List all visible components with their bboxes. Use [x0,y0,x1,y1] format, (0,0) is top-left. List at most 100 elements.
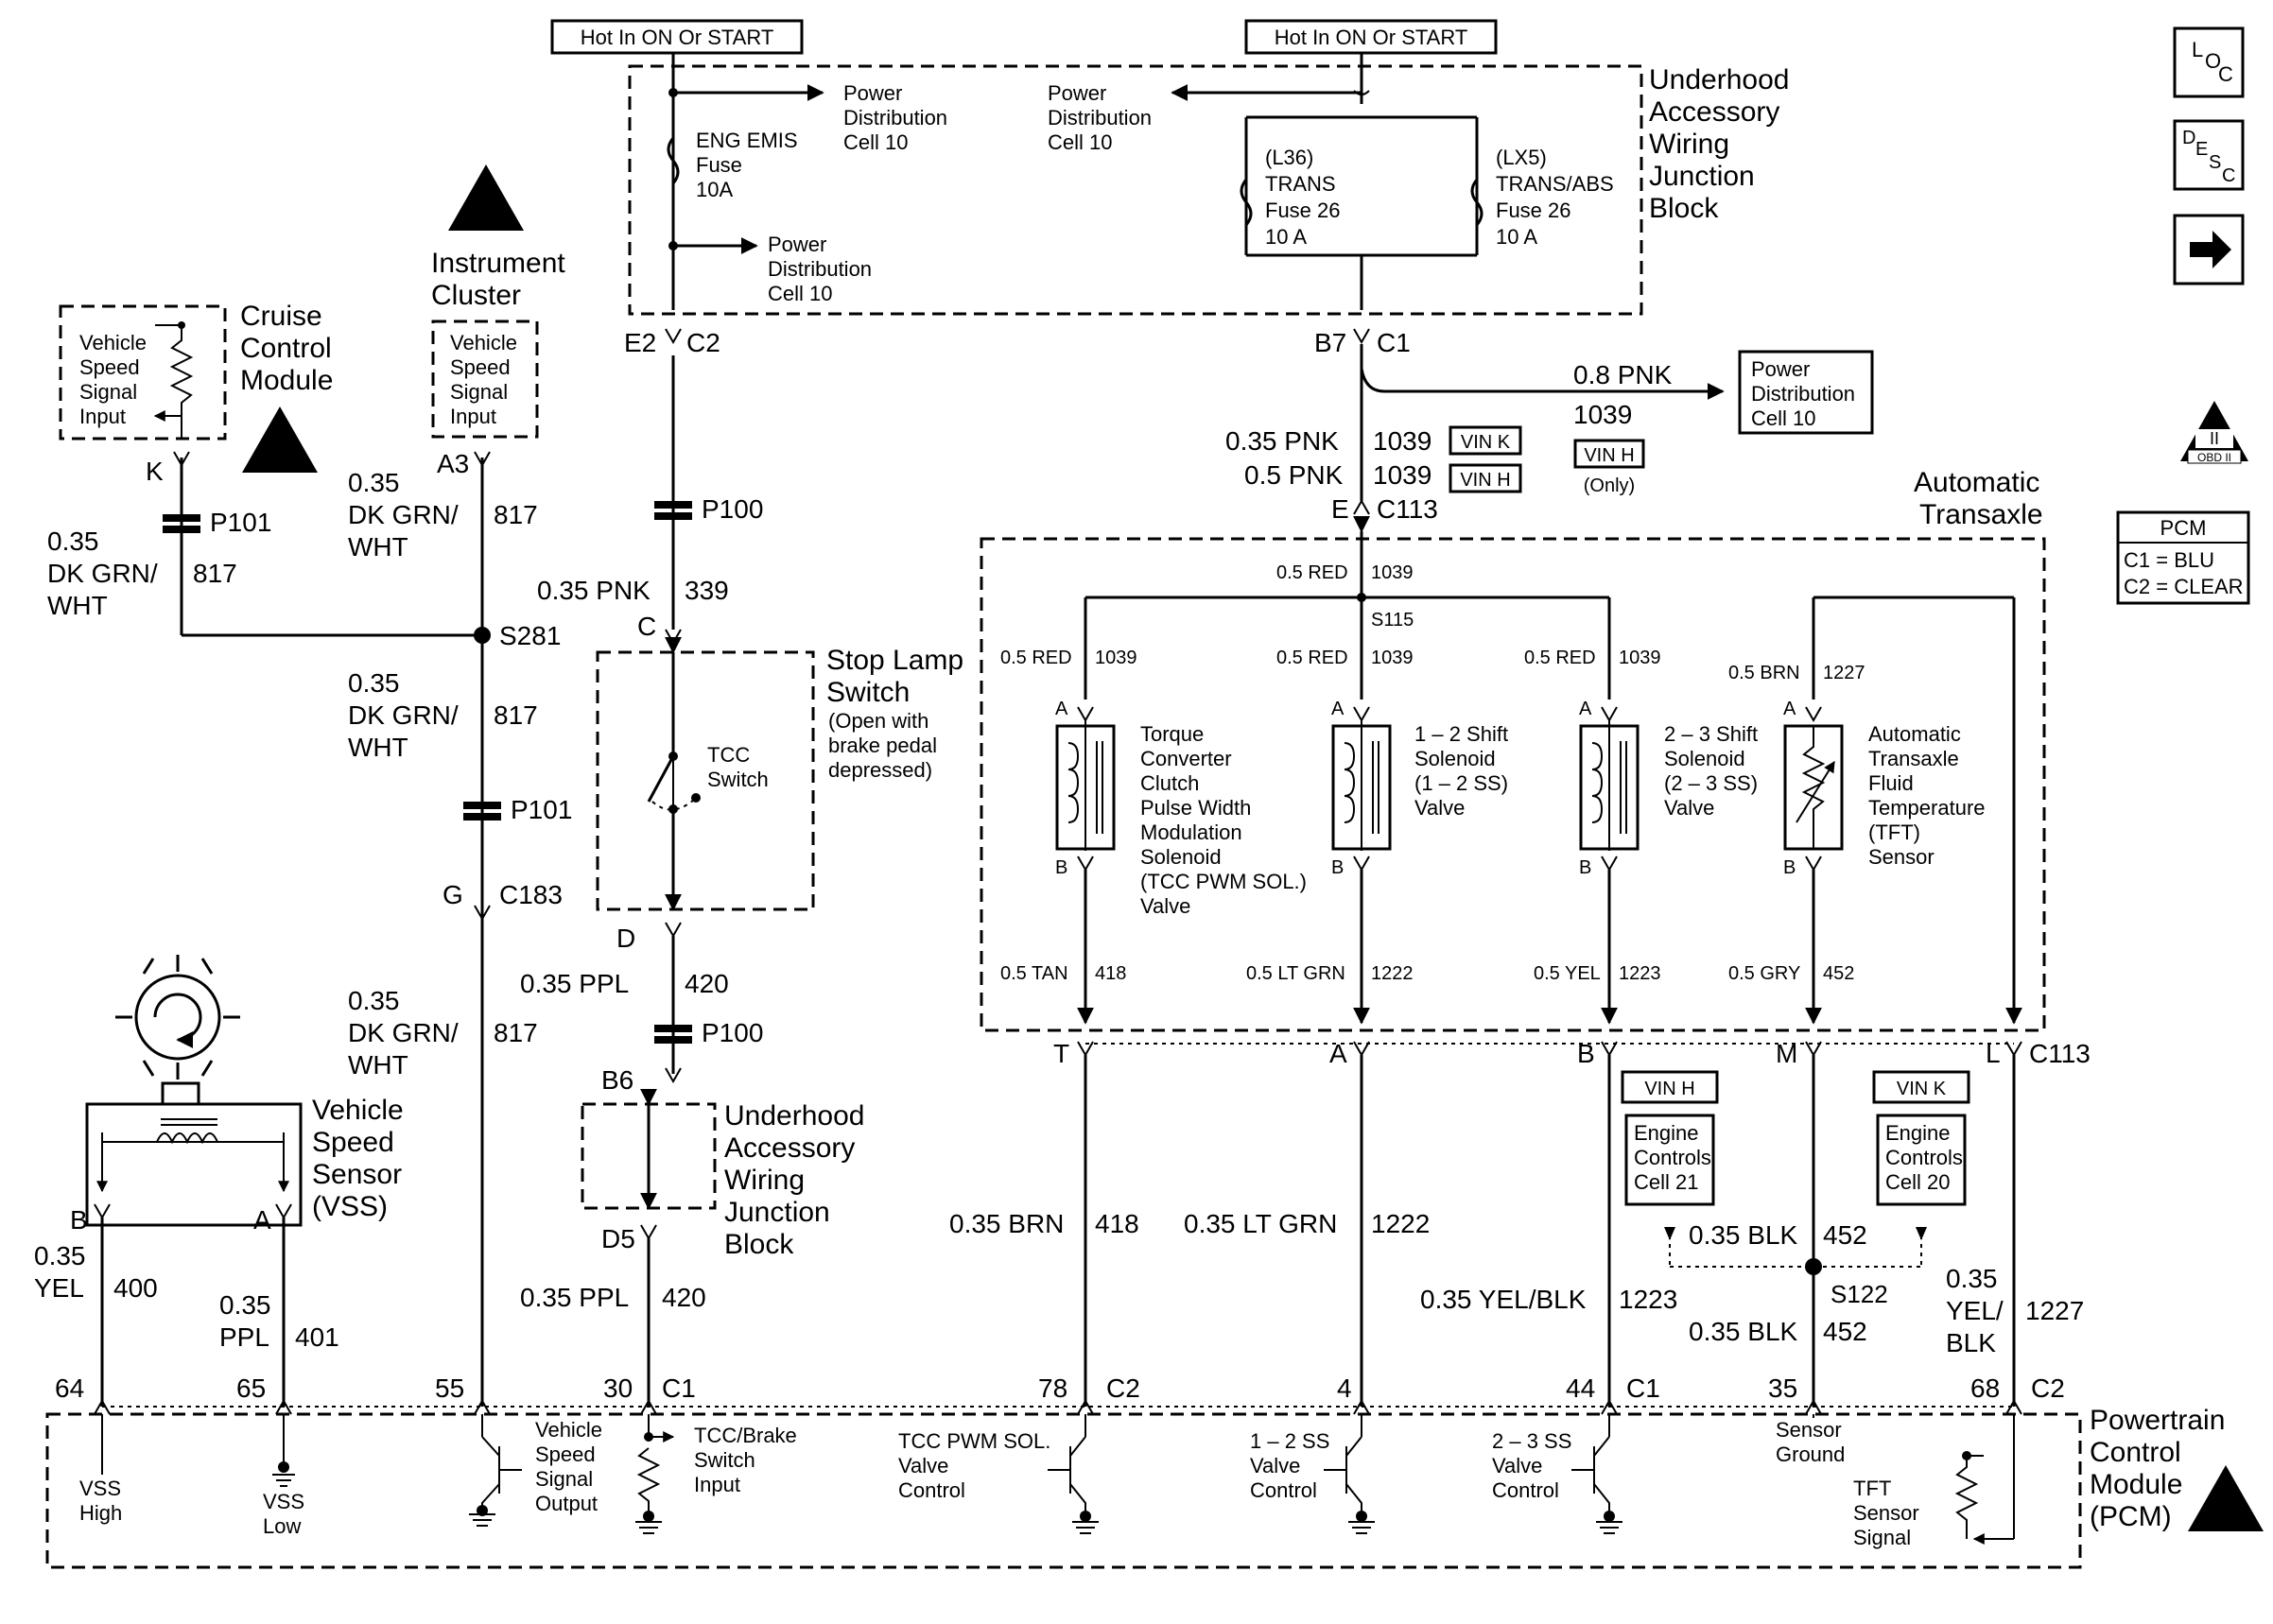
pcm-legend: PCM C1 = BLU C2 = CLEAR [2116,510,2250,605]
svg-text:C183: C183 [499,880,563,909]
svg-text:E2: E2 [624,328,656,357]
svg-text:S122: S122 [1831,1280,1888,1308]
svg-text:C1: C1 [1377,328,1411,357]
svg-text:Power: Power [1751,357,1810,381]
svg-text:Solenoid: Solenoid [1140,845,1222,869]
svg-text:Switch: Switch [826,677,910,708]
svg-text:Fuse 26: Fuse 26 [1496,199,1571,222]
svg-text:D5: D5 [601,1224,635,1253]
ss23-solenoid-coil-icon [1591,742,1604,823]
cruise-control-module: Vehicle Speed Signal Input Cruise Contro… [59,301,333,486]
stop-lamp-switch-box [596,650,815,911]
svg-text:Accessory: Accessory [724,1132,855,1164]
svg-text:817: 817 [494,1018,538,1047]
svg-text:Cell 20: Cell 20 [1885,1170,1950,1194]
svg-text:339: 339 [685,576,729,605]
svg-text:0.35: 0.35 [34,1241,86,1270]
svg-text:S281: S281 [499,621,561,650]
svg-text:B7: B7 [1314,328,1346,357]
svg-text:1227: 1227 [1823,663,1865,683]
svg-text:Temperature: Temperature [1868,796,1986,820]
svg-text:(Only): (Only) [1584,475,1635,496]
svg-text:(LX5): (LX5) [1496,146,1547,169]
underhood-junction-block-top: Underhood Accessory Wiring Junction Bloc… [628,53,1789,316]
svg-text:(TFT): (TFT) [1868,821,1920,844]
svg-text:Control: Control [1492,1478,1559,1502]
svg-text:1227: 1227 [2025,1296,2084,1325]
svg-text:Controls: Controls [1634,1146,1711,1169]
svg-text:0.35 BLK: 0.35 BLK [1689,1317,1798,1346]
svg-text:Cell 10: Cell 10 [1048,130,1112,154]
svg-text:44: 44 [1566,1373,1595,1403]
svg-text:Sensor: Sensor [1776,1418,1842,1442]
svg-text:64: 64 [55,1373,84,1403]
svg-text:Wiring: Wiring [1649,129,1729,160]
svg-text:TRANS: TRANS [1265,172,1336,196]
svg-text:C2: C2 [686,328,720,357]
svg-text:T: T [1053,1039,1069,1068]
svg-text:Input: Input [450,405,496,428]
svg-text:Sensor: Sensor [1868,845,1935,869]
svg-text:1039: 1039 [1373,426,1431,456]
svg-text:Signal: Signal [450,380,508,404]
svg-text:C: C [2222,165,2235,186]
svg-text:55: 55 [435,1373,464,1403]
circuit-339-420: P100 0.35 PNK 339 C TCC Switch Stop Lamp… [520,355,963,1407]
svg-text:VSS: VSS [79,1477,121,1500]
svg-text:0.8 PNK: 0.8 PNK [1573,360,1673,389]
svg-text:452: 452 [1823,963,1854,984]
svg-text:2 – 3 SS: 2 – 3 SS [1492,1429,1571,1453]
esd-icon-pcm [2188,1465,2264,1531]
svg-text:452: 452 [1823,1317,1867,1346]
svg-text:TCC/Brake: TCC/Brake [694,1424,797,1447]
pcm-legend-c2: C2 = CLEAR [2124,575,2244,598]
svg-text:418: 418 [1095,963,1126,984]
svg-text:A: A [1331,699,1345,719]
svg-text:YEL: YEL [34,1273,84,1303]
svg-text:VIN H: VIN H [1460,470,1510,491]
next-arrow-icon[interactable] [2173,214,2245,285]
svg-text:A3: A3 [437,449,469,478]
svg-text:0.5 RED: 0.5 RED [1000,648,1072,668]
svg-text:Signal: Signal [1853,1526,1911,1549]
hot-label-right-text: Hot In ON Or START [1275,26,1468,49]
svg-text:TRANS/ABS: TRANS/ABS [1496,172,1614,196]
svg-text:1039: 1039 [1373,460,1431,490]
svg-text:0.35 PPL: 0.35 PPL [520,1283,629,1312]
svg-text:Control: Control [1250,1478,1317,1502]
pcm-feed-wires: 0.35 BRN 418 0.35 LT GRN 1222 0.35 YEL/B… [949,1055,2084,1407]
svg-text:Control: Control [898,1478,965,1502]
svg-text:B6: B6 [601,1065,633,1095]
svg-text:Transaxle: Transaxle [1868,747,1959,770]
svg-text:Control: Control [2090,1437,2181,1468]
svg-text:817: 817 [494,500,538,529]
svg-text:Power: Power [768,233,826,256]
svg-text:Input: Input [79,405,126,428]
svg-text:G: G [442,880,463,909]
svg-text:0.35: 0.35 [1946,1264,1998,1293]
svg-text:Powertrain: Powertrain [2090,1405,2225,1436]
svg-text:68: 68 [1970,1373,2000,1403]
svg-text:ENG EMIS: ENG EMIS [696,129,798,152]
svg-text:Fluid: Fluid [1868,771,1914,795]
svg-text:DK GRN/: DK GRN/ [47,559,158,588]
svg-text:0.35 BLK: 0.35 BLK [1689,1220,1798,1250]
splice-s122 [1805,1258,1822,1275]
svg-text:0.35: 0.35 [348,986,400,1015]
circuit-817: S281 P101 0.35 DK GRN/ WHT 817 0.35 DK G… [47,458,572,1407]
svg-text:WHT: WHT [47,591,108,620]
svg-text:Clutch: Clutch [1140,771,1199,795]
svg-text:1222: 1222 [1371,1209,1430,1238]
svg-text:Signal: Signal [79,380,137,404]
hot-label-left: Hot In ON Or START [550,19,804,55]
svg-text:Speed: Speed [312,1127,394,1158]
svg-text:YEL/: YEL/ [1946,1296,2004,1325]
svg-text:E: E [1331,494,1349,524]
svg-text:Output: Output [535,1492,598,1515]
svg-text:Distribution: Distribution [768,257,872,281]
svg-text:Power: Power [843,81,902,105]
svg-text:Converter: Converter [1140,747,1232,770]
svg-text:0.5 RED: 0.5 RED [1276,562,1348,583]
